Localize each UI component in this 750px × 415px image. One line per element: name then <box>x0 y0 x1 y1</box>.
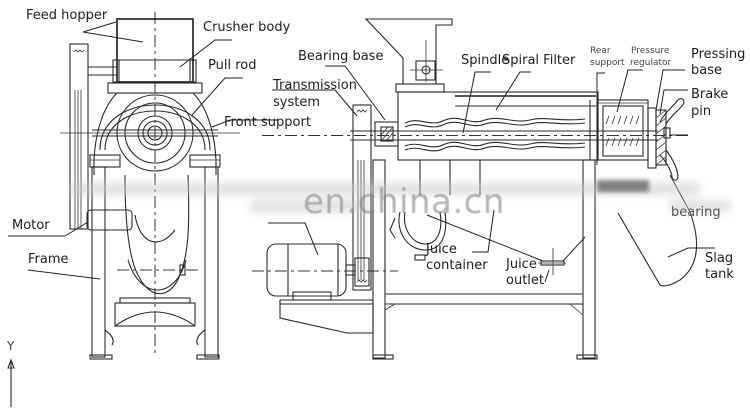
label-pull-rod: Pull rod <box>208 58 257 73</box>
front-motor <box>86 174 198 295</box>
label-bearing: bearing <box>671 205 721 220</box>
label-transmission-system-2: system <box>273 95 320 110</box>
label-juice-container-1: Juice <box>426 242 457 257</box>
bearing-base-shape <box>374 121 399 147</box>
pressure-regulator-shape <box>597 99 649 161</box>
label-frame: Frame <box>28 252 69 267</box>
label-feed-hopper: Feed hopper <box>26 8 108 23</box>
front-view <box>60 12 240 360</box>
belt-frame-left <box>69 43 89 230</box>
label-transmission-system-1: Transmission <box>273 78 357 93</box>
label-slag-tank-1: Slag <box>705 251 734 266</box>
label-pressure-regulator-1: Pressure <box>631 46 670 56</box>
motor-bracket <box>279 299 374 334</box>
label-juice-outlet-2: outlet <box>506 273 544 288</box>
leader-lines <box>8 21 715 283</box>
brake-pin-shape <box>659 98 685 125</box>
side-frame <box>372 159 598 360</box>
label-spindle: Spindle <box>461 53 510 68</box>
label-slag-tank-2: tank <box>705 267 734 282</box>
side-motor <box>252 243 398 301</box>
crusher-wheel <box>60 94 240 172</box>
label-juice-outlet-1: Juice <box>506 257 537 272</box>
label-front-support: Front support <box>224 115 311 130</box>
label-juice-container-2: container <box>426 258 488 273</box>
side-view <box>252 18 698 360</box>
label-pressing-base-2: base <box>691 63 722 78</box>
front-frame <box>89 166 220 360</box>
feed-hopper-shape <box>112 18 197 83</box>
spindle <box>262 130 690 141</box>
label-pressure-regulator-2: regulator <box>630 58 672 68</box>
housing-left <box>93 92 118 175</box>
side-hopper <box>364 18 453 93</box>
label-pressing-base-1: Pressing <box>691 47 746 62</box>
watermark-blur-band <box>70 183 700 195</box>
watermark: en.china.cn <box>303 182 505 222</box>
label-bearing-base: Bearing base <box>298 49 384 64</box>
pressing-base-shape <box>647 107 671 169</box>
housing-right <box>192 92 217 175</box>
label-brake-pin-1: Brake <box>691 87 729 102</box>
spiral-barrel <box>397 91 599 165</box>
label-y-axis: Y <box>7 339 15 353</box>
juice-outlet-shape <box>538 248 566 275</box>
label-rear-support-2: support <box>590 58 625 68</box>
label-rear-support-1: Rear <box>590 46 611 56</box>
label-crusher-body: Crusher body <box>203 20 291 35</box>
label-spiral-filter: Spiral Filter <box>502 53 576 68</box>
y-axis-indicator <box>7 358 15 407</box>
crusher-flange <box>107 82 203 94</box>
label-motor: Motor <box>12 218 50 233</box>
transmission-pulley <box>352 104 372 291</box>
front-motor-base <box>104 297 206 346</box>
label-brake-pin-2: pin <box>691 104 712 119</box>
